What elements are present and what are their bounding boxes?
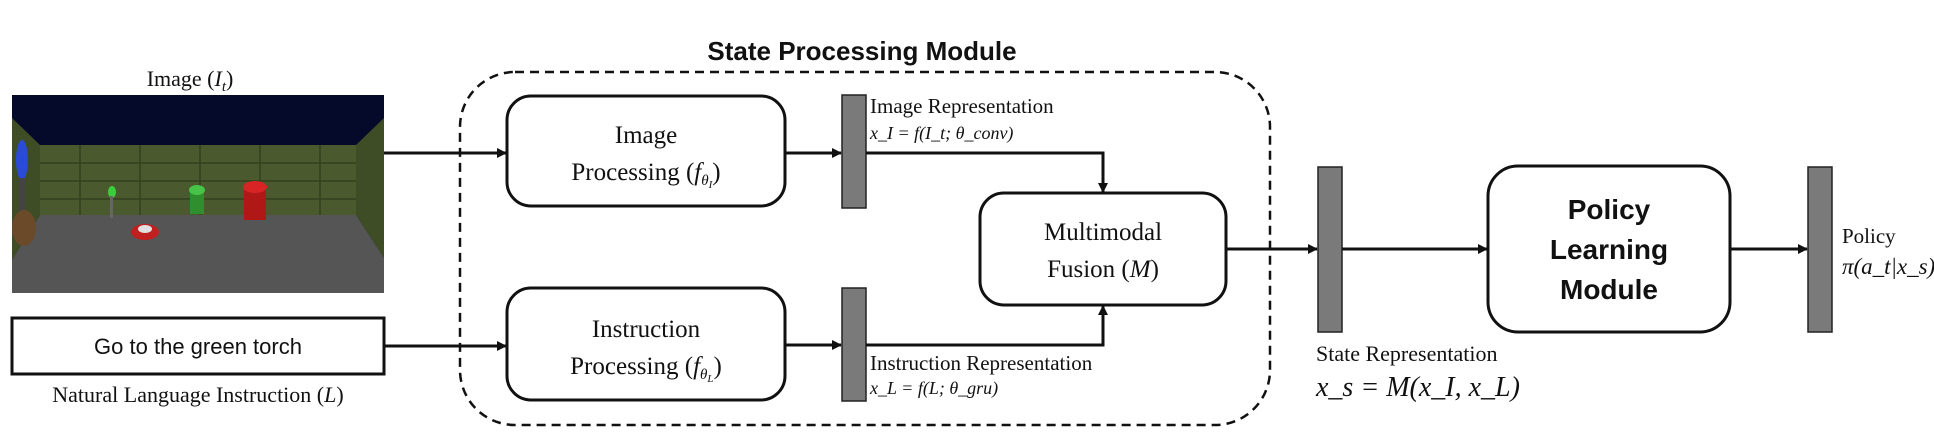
module-title: State Processing Module [707, 36, 1016, 66]
state-representation-bar [1317, 166, 1343, 333]
arrow-image-rep-to-fusion [866, 151, 1108, 193]
image-input-label: Image (It) [147, 66, 234, 95]
arrow-instr-rep-to-fusion [866, 305, 1108, 347]
policy-output-label: Policy [1842, 224, 1896, 248]
state-representation-formula: x_s = M(x_I, x_L) [1315, 372, 1520, 403]
policy-output-bar [1807, 166, 1833, 333]
image-processing-line2: Processing (fθI) [571, 159, 720, 191]
image-processing-line1: Image [615, 122, 677, 149]
instruction-representation-label: Instruction Representation [870, 351, 1093, 375]
instruction-representation-bar [841, 287, 867, 402]
instruction-textbox [10, 316, 386, 376]
instruction-text: Go to the green torch [94, 334, 302, 359]
image-processing-box [505, 94, 787, 208]
fusion-line2: Fusion (M) [1047, 256, 1159, 283]
policy-module-line1: Policy [1568, 194, 1651, 225]
instruction-representation-formula: x_L = f(L; θ_gru) [869, 378, 998, 399]
instruction-processing-line2: Processing (fθL) [570, 353, 722, 385]
fusion-line1: Multimodal [1044, 219, 1162, 246]
instruction-processing-box [505, 286, 787, 402]
policy-module-line3: Module [1560, 274, 1658, 305]
instruction-processing-line1: Instruction [592, 316, 701, 343]
image-representation-formula: x_I = f(I_t; θ_conv) [869, 123, 1013, 144]
instruction-input-label: Natural Language Instruction (L) [52, 382, 343, 407]
game-screenshot-image [12, 95, 384, 293]
policy-output-formula: π(a_t|x_s) [1842, 254, 1934, 279]
multimodal-fusion-box [978, 191, 1228, 307]
image-representation-label: Image Representation [870, 94, 1054, 118]
policy-module-line2: Learning [1550, 234, 1668, 265]
image-representation-bar [841, 94, 867, 209]
state-representation-label: State Representation [1316, 341, 1497, 366]
